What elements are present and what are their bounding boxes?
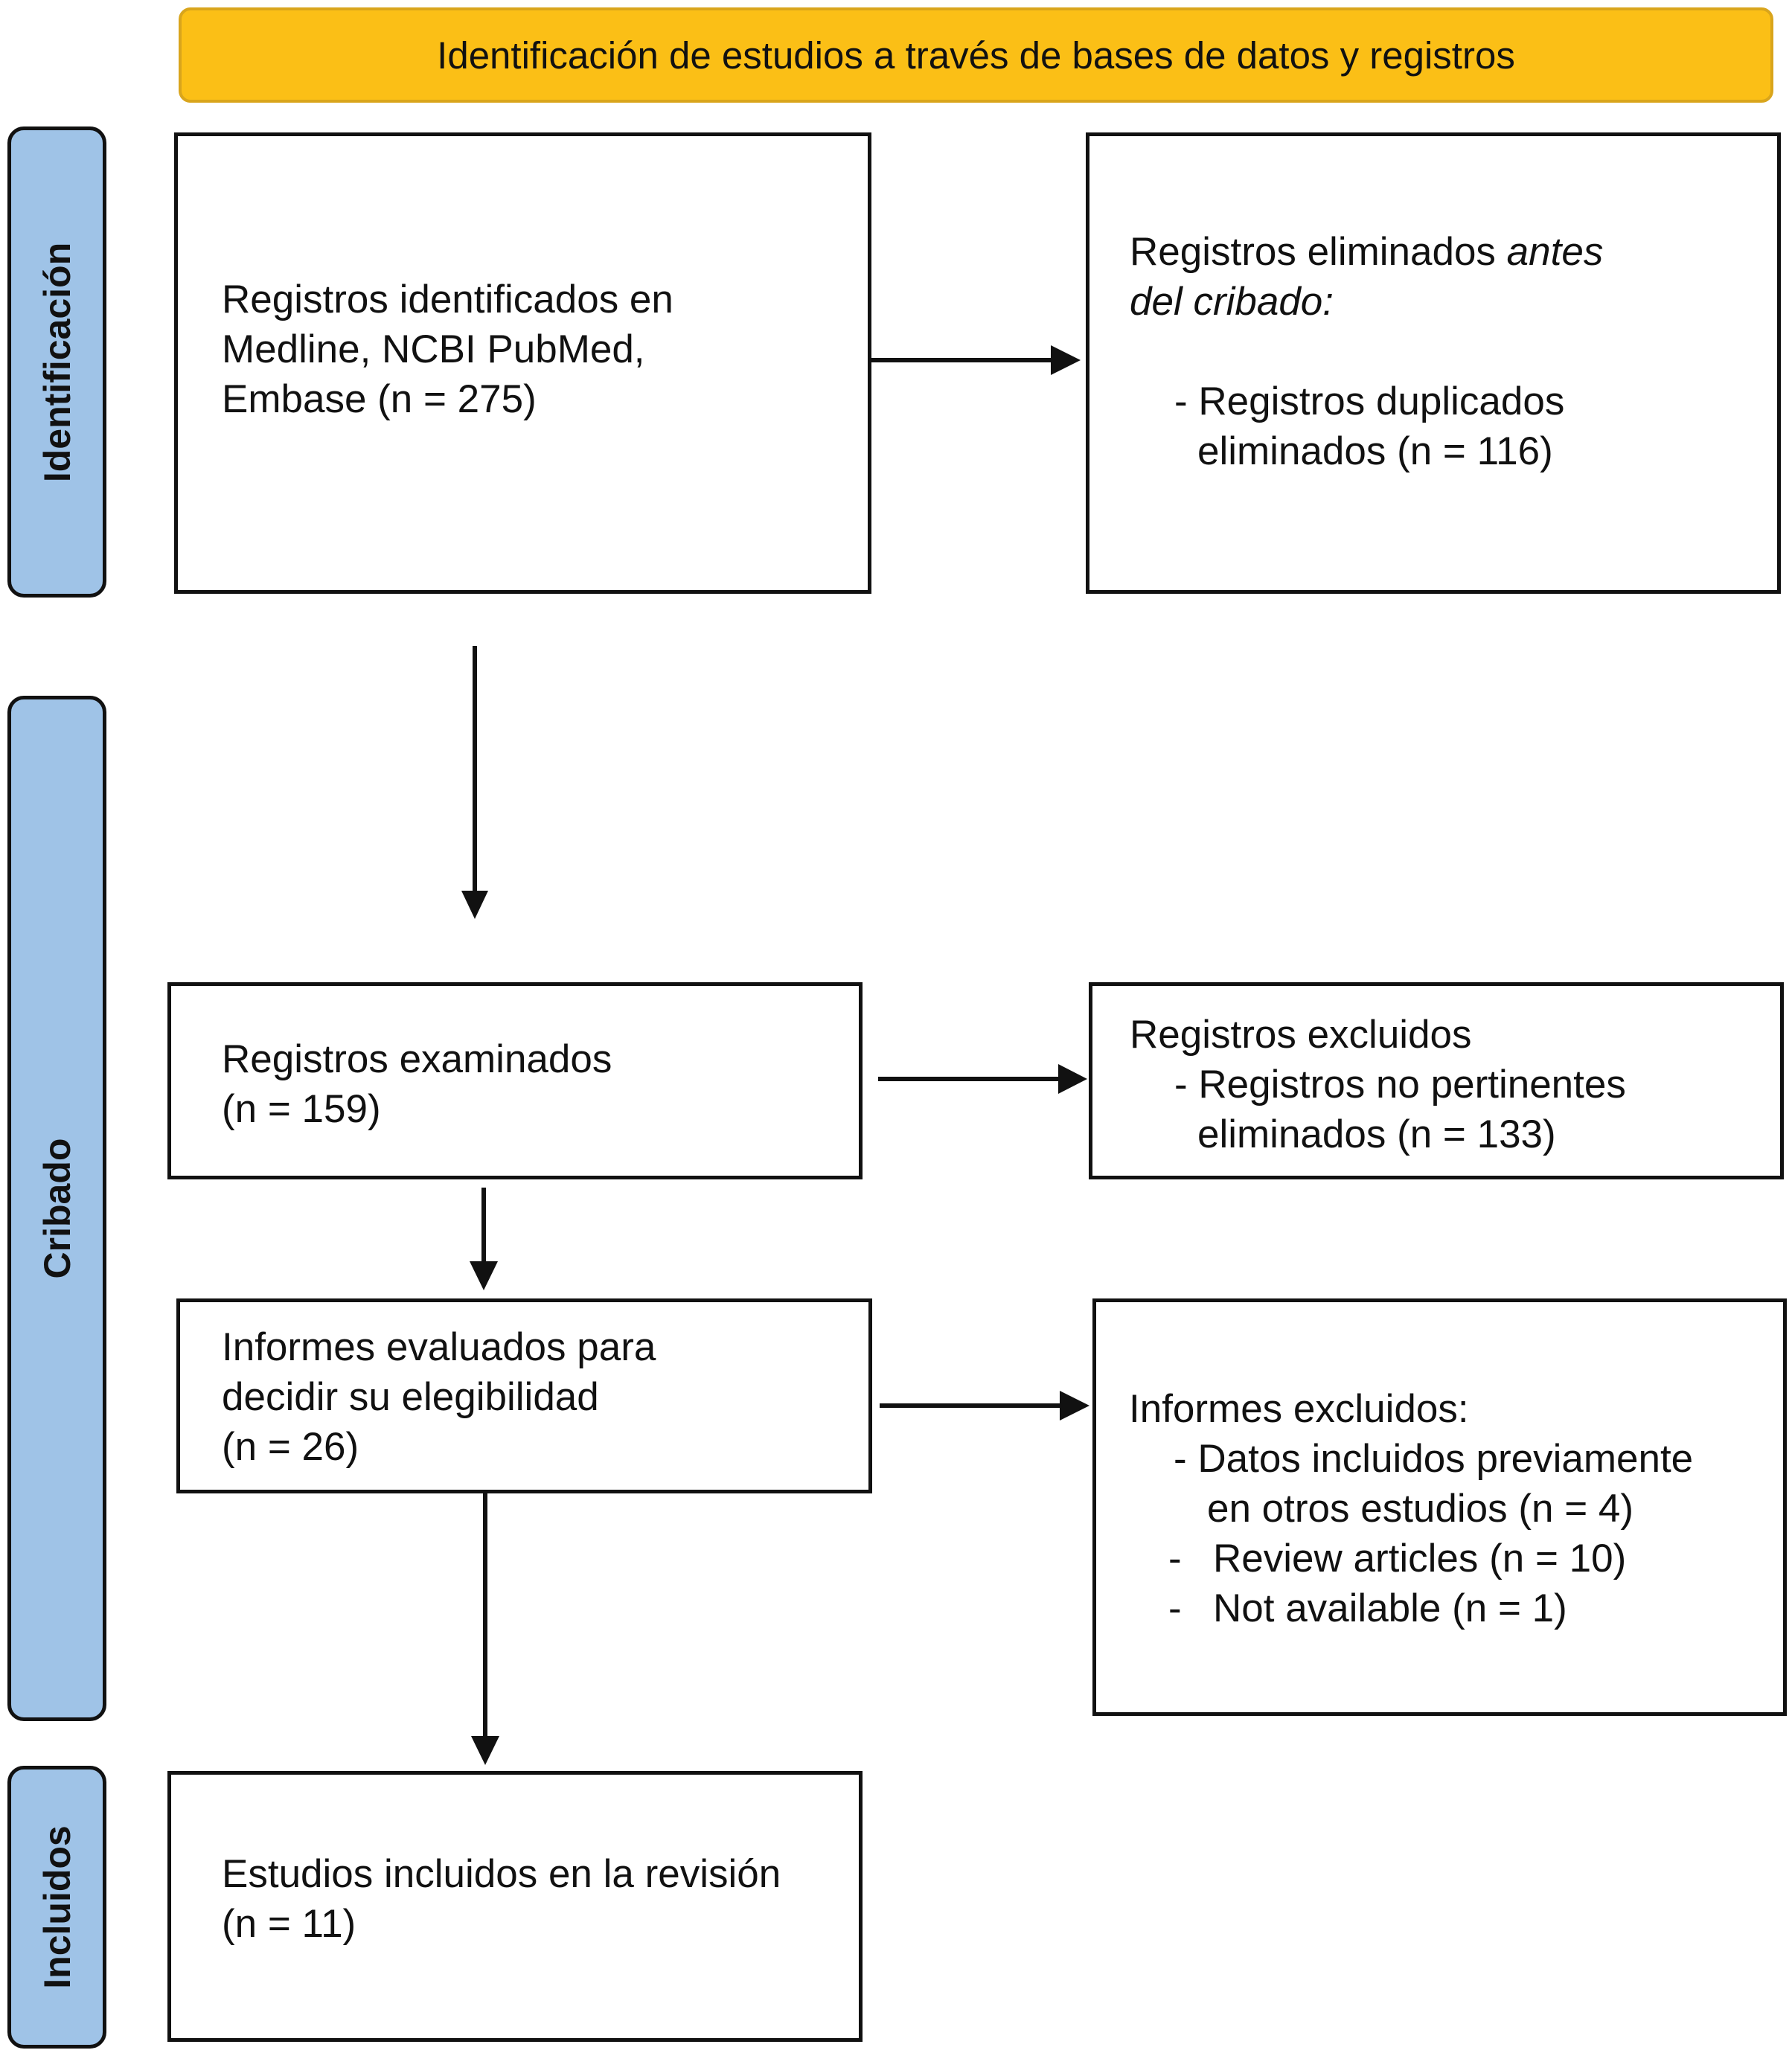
studies-included-line-2: (n = 11) <box>222 1902 356 1946</box>
reports-assessed-box: Informes evaluados para decidir su elegi… <box>176 1298 872 1493</box>
records-removed-title-line-2: del cribado: <box>1130 280 1334 324</box>
phase-screening: Cribado <box>7 696 106 1721</box>
phase-included-label: Incluidos <box>36 1825 78 1989</box>
records-excluded-box: Registros excluidos - Registros no perti… <box>1089 982 1784 1179</box>
arrow-assessed-to-reports-excluded-head <box>1060 1391 1089 1421</box>
records-removed-item-line-2: eliminados (n = 116) <box>1197 429 1553 473</box>
reports-excluded-item-2-dash: - <box>1168 1537 1182 1580</box>
records-removed-title-normal: Registros eliminados <box>1130 230 1507 274</box>
records-identified-box: Registros identificados en Medline, NCBI… <box>174 132 871 594</box>
reports-excluded-item-2-text: Review articles (n = 10) <box>1213 1537 1627 1580</box>
reports-excluded-item-1-line-2: en otros estudios (n = 4) <box>1207 1487 1634 1531</box>
reports-excluded-item-1-line-1: - Datos incluidos previamente <box>1174 1437 1694 1481</box>
records-screened-line-2: (n = 159) <box>222 1087 381 1131</box>
reports-excluded-item-3: -Not available (n = 1) <box>1129 1583 1783 1633</box>
reports-excluded-box: Informes excluidos: - Datos incluidos pr… <box>1092 1298 1787 1716</box>
reports-assessed-line-3: (n = 26) <box>222 1425 359 1469</box>
phase-identification-label: Identificación <box>36 242 78 482</box>
records-removed-spacer <box>1130 327 1777 377</box>
records-excluded-title: Registros excluidos <box>1130 1013 1472 1057</box>
records-screened-box: Registros examinados (n = 159) <box>167 982 863 1179</box>
records-removed-box: Registros eliminados antes del cribado: … <box>1086 132 1781 594</box>
records-removed-item-line-1: - Registros duplicados <box>1174 379 1565 423</box>
arrow-assessed-to-included-head <box>471 1736 499 1765</box>
phase-included: Incluidos <box>7 1766 106 2049</box>
records-identified-line-1: Registros identificados en <box>222 278 673 321</box>
arrow-screened-to-excluded-head <box>1058 1064 1087 1094</box>
records-excluded-item-line-1: - Registros no pertinentes <box>1174 1063 1626 1106</box>
reports-excluded-item-3-dash: - <box>1168 1586 1182 1630</box>
records-removed-title-italic: antes <box>1506 230 1604 274</box>
records-screened-line-1: Registros examinados <box>222 1037 612 1081</box>
studies-included-line-1: Estudios incluidos en la revisión <box>222 1852 781 1896</box>
phase-identification: Identificación <box>7 126 106 598</box>
records-identified-line-2: Medline, NCBI PubMed, <box>222 327 645 371</box>
reports-assessed-line-1: Informes evaluados para <box>222 1325 656 1369</box>
arrow-identified-to-screened-head <box>461 891 488 919</box>
records-excluded-item-line-2: eliminados (n = 133) <box>1197 1112 1556 1156</box>
phase-screening-label: Cribado <box>36 1138 78 1279</box>
reports-assessed-line-2: decidir su elegibilidad <box>222 1375 599 1419</box>
records-identified-line-3: Embase (n = 275) <box>222 377 537 421</box>
reports-excluded-title: Informes excluidos: <box>1129 1387 1469 1431</box>
reports-excluded-item-2: -Review articles (n = 10) <box>1129 1534 1783 1583</box>
header-banner: Identificación de estudios a través de b… <box>179 7 1773 103</box>
header-title: Identificación de estudios a través de b… <box>437 33 1515 77</box>
reports-excluded-item-3-text: Not available (n = 1) <box>1213 1586 1567 1630</box>
records-removed-title-line-1: Registros eliminados antes <box>1130 227 1777 277</box>
arrow-identified-to-removed-head <box>1051 345 1081 375</box>
studies-included-box: Estudios incluidos en la revisión (n = 1… <box>167 1771 863 2042</box>
arrow-screened-to-assessed-head <box>470 1261 498 1290</box>
